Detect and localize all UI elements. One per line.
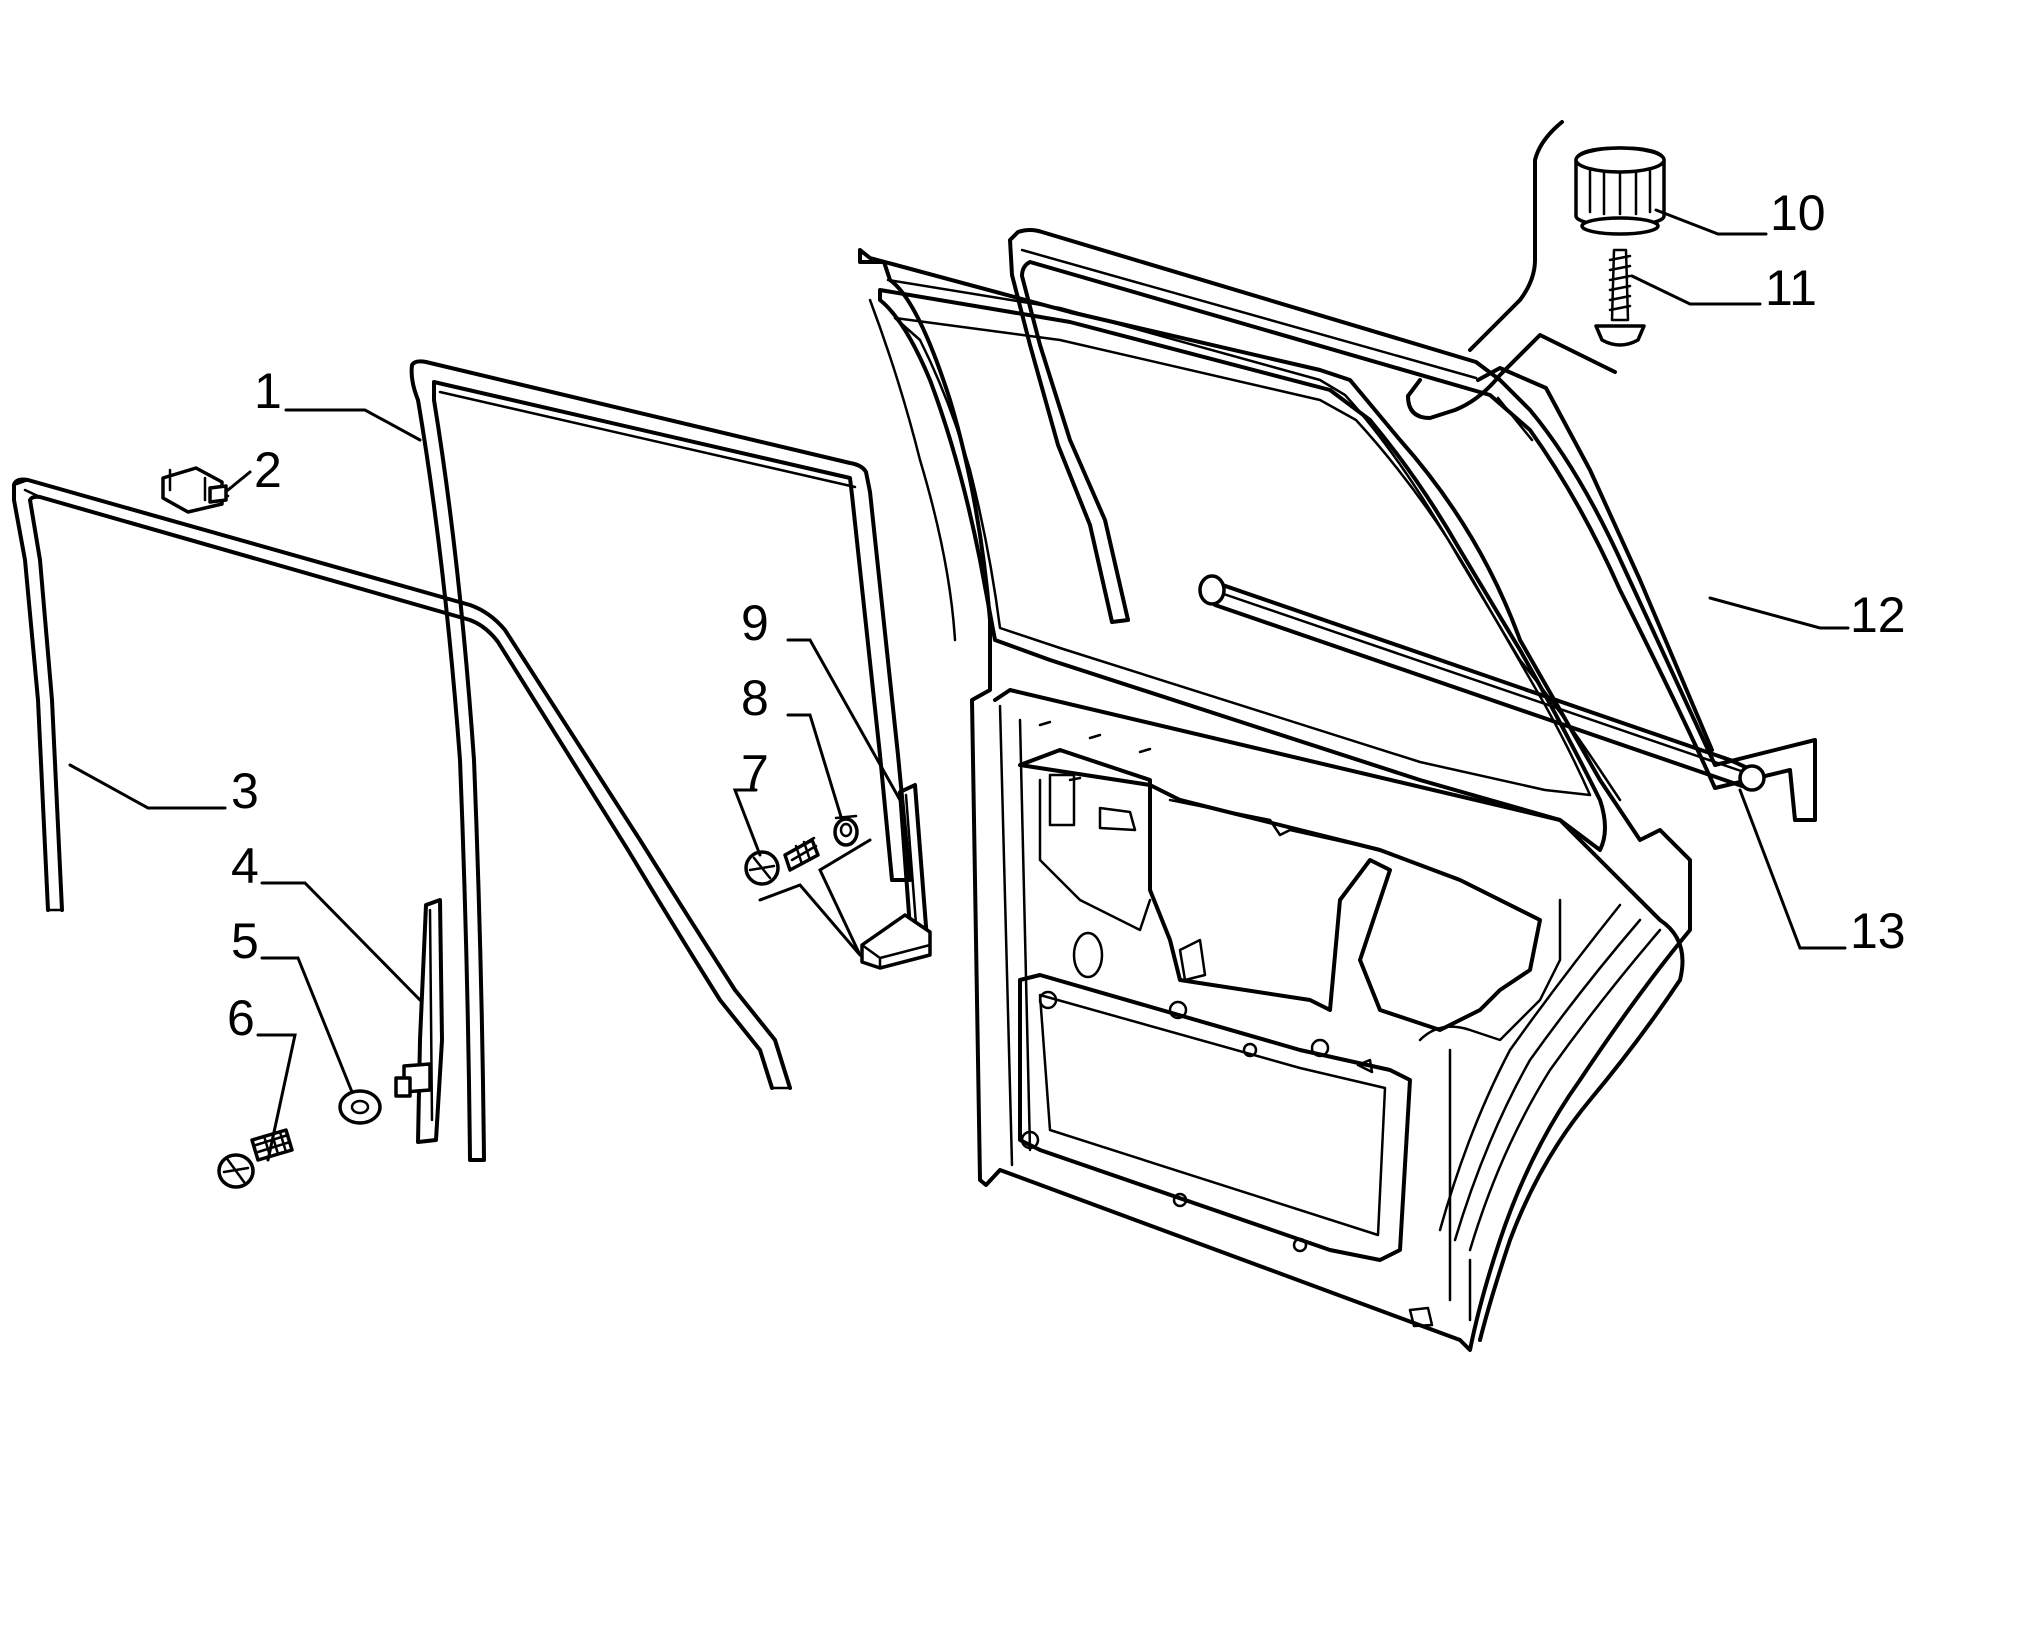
glass-run-channel: [409, 359, 912, 1162]
leader-5: [260, 956, 354, 1094]
screw-part: [1594, 248, 1646, 347]
callout-8: 8: [741, 670, 769, 726]
callout-11: 11: [1765, 260, 1817, 316]
leader-4: [260, 881, 422, 1002]
leader-10: [1654, 208, 1768, 236]
leader-13: [1738, 788, 1847, 950]
callout-9: 9: [741, 595, 769, 651]
clip-part: [161, 466, 230, 514]
leader-12: [1708, 596, 1850, 630]
leader-2: [226, 470, 252, 492]
leader-7: [732, 788, 762, 857]
callout-13: 13: [1850, 903, 1906, 959]
lower-guide-channel: [394, 898, 444, 1144]
leader-7-bracket: [758, 838, 872, 957]
waist-seal-strip: [1198, 574, 1766, 792]
leader-9: [786, 638, 902, 802]
roof-break-line: [1406, 120, 1617, 420]
callout-3: 3: [231, 763, 259, 819]
cap-part: [1574, 146, 1666, 236]
leader-8: [786, 713, 844, 822]
door-panel: [858, 248, 1692, 1352]
small-clip-part: [833, 814, 859, 847]
bolt-part-upper: [744, 836, 820, 886]
bolt-part-lower: [217, 1128, 294, 1189]
leader-1: [284, 408, 422, 442]
leader-3: [68, 763, 227, 810]
window-frame-seal-outer: [12, 477, 792, 1090]
callout-12: 12: [1850, 587, 1906, 643]
leader-6: [256, 1033, 297, 1162]
callout-7: 7: [741, 745, 769, 801]
callout-10: 10: [1770, 185, 1826, 241]
bracket-guide-part: [860, 783, 932, 970]
callout-5: 5: [231, 913, 259, 969]
callout-4: 4: [231, 838, 259, 894]
callout-6: 6: [227, 990, 255, 1046]
leader-11: [1630, 274, 1762, 306]
upper-frame-seal: [1008, 228, 1817, 822]
callout-labels: 1 2 3 4 5 6 7 8 9 10 11 12 13: [227, 185, 1906, 1046]
washer-part: [338, 1089, 382, 1125]
callout-2: 2: [254, 442, 282, 498]
callout-1: 1: [254, 363, 282, 419]
leader-lines: [68, 208, 1850, 1162]
